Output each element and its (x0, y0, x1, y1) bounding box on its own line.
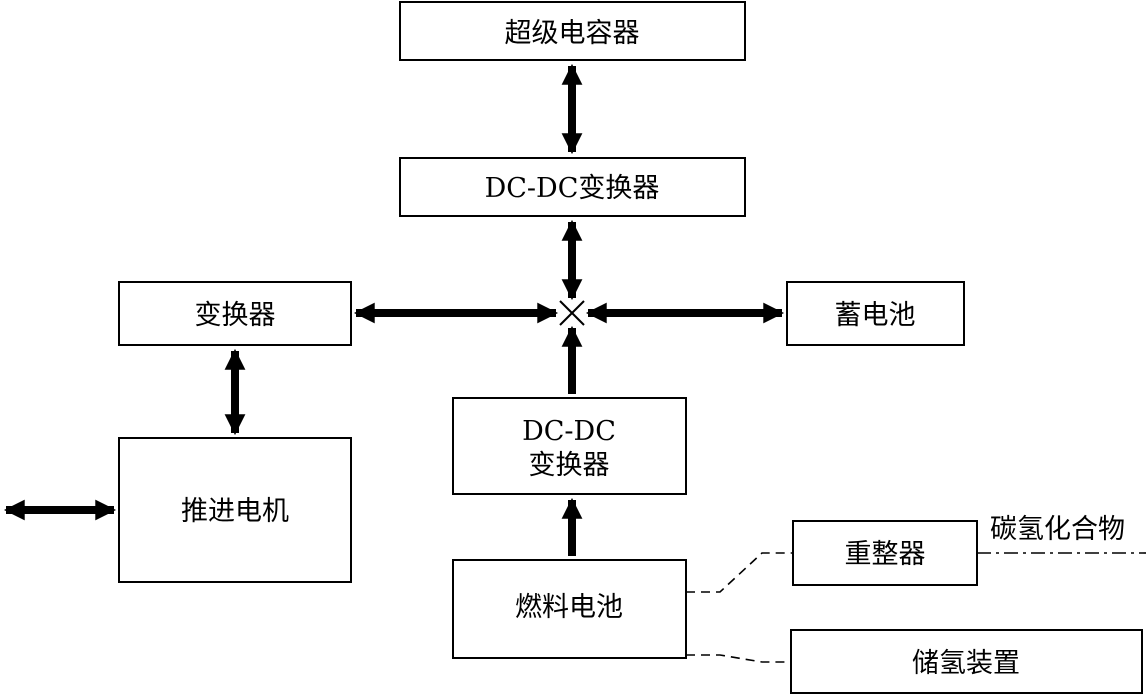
reformer-box: 重整器 (792, 520, 978, 586)
battery-label: 蓄电池 (835, 300, 916, 331)
motor-label: 推进电机 (181, 496, 289, 527)
supercapacitor-label: 超级电容器 (505, 18, 640, 49)
battery-box: 蓄电池 (786, 281, 965, 346)
fuelcell-storage-link (686, 654, 791, 663)
fuel-cell-label: 燃料电池 (515, 592, 623, 623)
dcdc-top-box: DC-DC变换器 (399, 157, 746, 217)
dcdc-mid-box: DC-DC 变换器 (452, 397, 687, 495)
bus-junction (559, 300, 585, 326)
hydrocarbon-label: 碳氢化合物 (990, 514, 1125, 545)
supercapacitor-box: 超级电容器 (399, 1, 746, 61)
dcdc-top-label: DC-DC变换器 (485, 173, 660, 204)
hydrogen-storage-label: 储氢装置 (912, 648, 1020, 679)
inverter-label: 变换器 (195, 300, 276, 331)
hydrogen-storage-box: 储氢装置 (790, 629, 1143, 694)
inverter-box: 变换器 (118, 281, 352, 346)
fuel-cell-box: 燃料电池 (452, 559, 687, 659)
reformer-label: 重整器 (845, 539, 926, 570)
dcdc-mid-label-line1: DC-DC (522, 416, 616, 447)
dcdc-mid-label-line2: 变换器 (529, 450, 610, 481)
fuelcell-reformer-link (686, 552, 793, 593)
motor-box: 推进电机 (118, 437, 352, 583)
